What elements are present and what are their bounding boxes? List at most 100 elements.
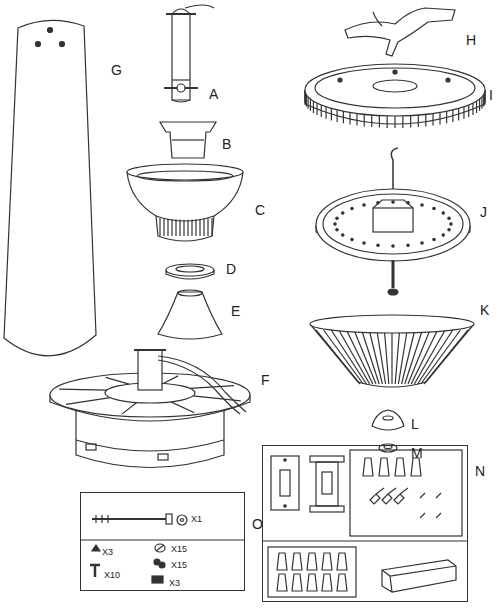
- led-dot: [377, 202, 379, 204]
- fan-blade: [4, 20, 96, 355]
- led-dot: [351, 238, 353, 240]
- shade-rib: [424, 330, 468, 384]
- shade-rib: [362, 330, 380, 384]
- canopy-rib: [187, 220, 188, 236]
- knurl-line: [476, 101, 477, 113]
- part-letter: H: [466, 33, 476, 47]
- led-dot: [442, 234, 444, 236]
- knurl-line: [439, 113, 440, 125]
- led-dot: [421, 204, 423, 206]
- led-dot: [377, 244, 379, 246]
- shade-rib: [405, 330, 423, 384]
- screw: [370, 488, 384, 504]
- canopy-rib: [195, 219, 196, 236]
- quantity-label: X3: [169, 579, 180, 588]
- knurl-line: [313, 101, 314, 113]
- wire-nut: [322, 574, 332, 591]
- part-letter: I: [489, 88, 493, 102]
- canopy-rib: [171, 219, 172, 236]
- wire-nut: [292, 574, 302, 591]
- wire-nut: [277, 574, 287, 591]
- finial-cap: [372, 410, 404, 430]
- knurl-line: [316, 103, 317, 115]
- wire-nut: [363, 458, 373, 476]
- led-dot: [351, 207, 353, 209]
- wire-nut: [411, 458, 421, 476]
- parts-bag-box: X1X3X15X10X15X3O: [80, 492, 245, 591]
- led-dot: [448, 228, 450, 230]
- knurl-line: [349, 113, 350, 125]
- hanger-bracket: [160, 122, 216, 158]
- knurl-line: [364, 114, 365, 126]
- part-letter: O: [252, 517, 263, 531]
- coupling-cover: [158, 290, 222, 339]
- hardware-kit: [80, 514, 244, 583]
- wire-nut: [292, 553, 302, 570]
- led-dot: [392, 245, 394, 247]
- knurl-line: [479, 99, 480, 111]
- canopy-rib: [211, 218, 212, 236]
- canopy-rib: [191, 220, 192, 236]
- led-dot: [392, 201, 394, 203]
- quantity-label: X10: [104, 571, 120, 580]
- downrod: [164, 5, 214, 102]
- motor-spoke: [66, 398, 110, 405]
- knurl-line: [321, 105, 322, 117]
- screw: [394, 488, 408, 504]
- wire-nut: [307, 574, 317, 591]
- knurl-line: [402, 116, 403, 128]
- mounting-bracket: [345, 8, 455, 56]
- led-dot: [407, 244, 409, 246]
- shade-rib: [369, 330, 382, 384]
- part-letter: K: [480, 303, 489, 317]
- quantity-label: X15: [171, 545, 187, 554]
- shade-rib: [398, 330, 407, 384]
- shade-rib: [411, 330, 437, 384]
- canopy-rib: [163, 218, 164, 236]
- wire-nut: [337, 553, 347, 570]
- led-dot: [433, 238, 435, 240]
- canopy: [127, 164, 243, 241]
- motor-spoke: [122, 403, 137, 415]
- knurl-line: [310, 99, 311, 111]
- quantity-label: X3: [102, 548, 113, 557]
- parts-bag-box: N: [262, 445, 468, 602]
- knurl-line: [458, 108, 459, 120]
- shade-rib: [331, 330, 366, 384]
- knurl-line: [418, 115, 419, 127]
- led-dot: [433, 207, 435, 209]
- led-dot: [336, 228, 338, 230]
- quantity-label: X15: [171, 561, 187, 570]
- part-letter: F: [261, 373, 270, 387]
- canopy-rib: [175, 219, 176, 236]
- knurl-line: [337, 110, 338, 122]
- knurl-line: [432, 114, 433, 126]
- canopy-rib: [199, 219, 200, 236]
- knurl-line: [452, 110, 453, 122]
- shade-rib: [391, 330, 392, 384]
- shade-rib: [377, 330, 386, 384]
- motor-spoke: [163, 376, 178, 384]
- part-letter: E: [231, 304, 240, 318]
- motor-assembly: [50, 350, 250, 468]
- knurl-line: [446, 111, 447, 123]
- part-letter: L: [411, 417, 419, 431]
- led-module: [316, 148, 470, 295]
- part-letter: A: [209, 87, 218, 101]
- part-letter: N: [475, 464, 485, 478]
- shade-rib: [316, 330, 360, 384]
- knurl-line: [410, 116, 411, 128]
- led-dot: [407, 202, 409, 204]
- part-letter: B: [222, 137, 231, 151]
- shade-rib: [346, 330, 372, 384]
- part-letter: C: [255, 203, 265, 217]
- wire-nut: [337, 574, 347, 591]
- canopy-rib: [183, 220, 184, 236]
- canopy-rib: [179, 220, 180, 236]
- led-dot: [448, 217, 450, 219]
- wire-nut: [379, 458, 389, 476]
- led-dot: [334, 223, 336, 225]
- part-letter: M: [411, 446, 423, 460]
- shade-rib: [418, 330, 453, 384]
- knurl-line: [394, 116, 395, 128]
